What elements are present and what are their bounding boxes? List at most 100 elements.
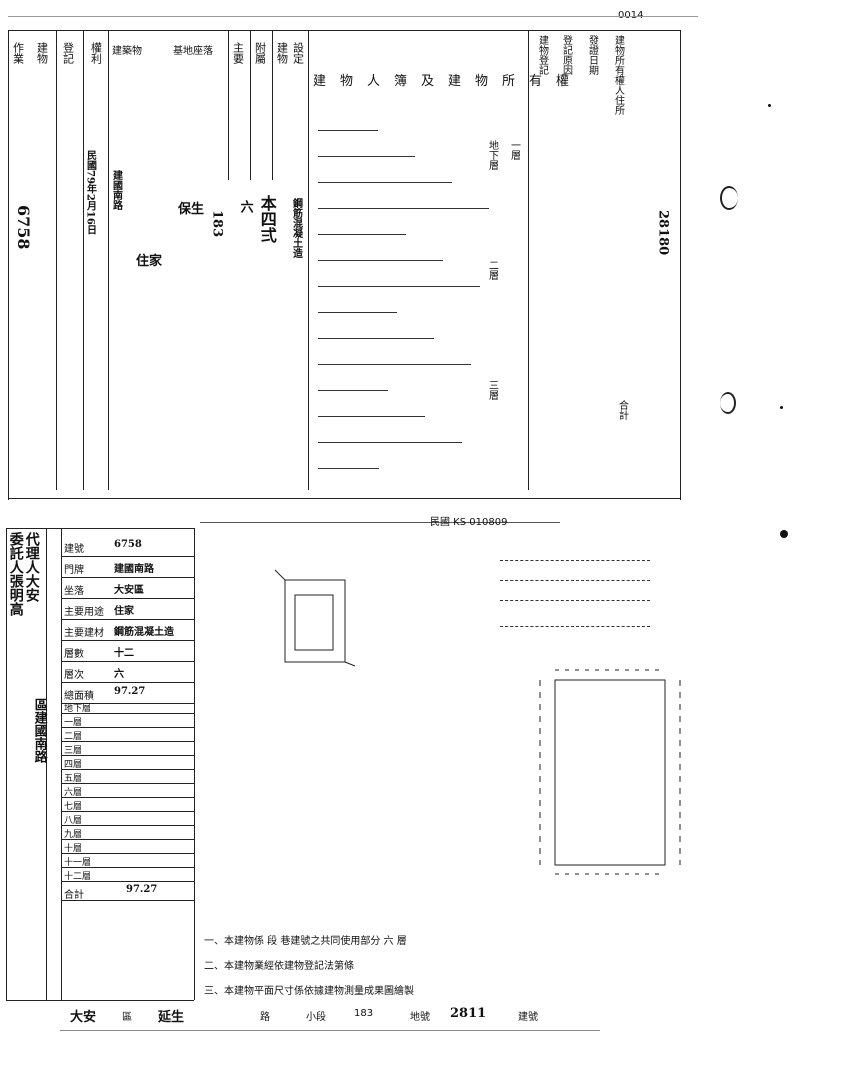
- floor-label-3: 三層: [486, 380, 498, 400]
- floor-label-1: 一層: [508, 140, 520, 160]
- floor-area-label: 二層: [64, 732, 83, 742]
- lower-row: 門牌建國南路: [62, 557, 194, 578]
- floor-area-row: 三層: [62, 742, 194, 756]
- side-note-2: 區建國南路: [31, 698, 47, 763]
- hand-use: 住家: [136, 254, 163, 269]
- floor-area-row: 二層: [62, 728, 194, 742]
- lower-row-value: 6758: [114, 539, 142, 550]
- lower-row: 層數 十二: [62, 641, 194, 662]
- floor-area-row: 十層: [62, 840, 194, 854]
- lower-row-value: 建國南路: [114, 564, 154, 575]
- grid-line: [318, 234, 406, 235]
- lower-row-value: 十二: [114, 648, 134, 659]
- total-label: 合計: [64, 890, 84, 901]
- lower-row-label: 總面積: [64, 691, 94, 702]
- floor-area-row: 地下層: [62, 700, 194, 714]
- floor-area-label: 十一層: [64, 858, 92, 868]
- right-col-3: 發證日期: [586, 35, 598, 75]
- lower-row-value: 鋼筋混凝土造: [114, 627, 174, 638]
- side-note-1: 代理人大安: [23, 532, 40, 602]
- hand-date: 民國79年2月16日: [84, 150, 96, 235]
- lower-row-value: 住家: [114, 606, 134, 617]
- lower-row-label: 層數: [64, 649, 84, 660]
- right-col-2: 登記原因: [560, 35, 572, 75]
- lower-row-label: 建號: [64, 544, 84, 555]
- floor-area-row: 五層: [62, 770, 194, 784]
- lower-row: 坐落大安區: [62, 578, 194, 599]
- col-header-2: 登記: [61, 42, 75, 64]
- grid-line: [318, 416, 425, 417]
- hand-material: 鋼筋混凝土造: [290, 198, 302, 258]
- doc-no: 民國 KS 010809: [430, 517, 508, 528]
- col-header-4: 建築物: [112, 46, 142, 57]
- col-header-0: 作業: [11, 42, 25, 64]
- floor-area-label: 五層: [64, 774, 83, 784]
- bottom-bld-label: 建號: [518, 1012, 538, 1023]
- lower-row-label: 主要用途: [64, 607, 104, 618]
- floor-area-label: 八層: [64, 816, 83, 826]
- side-note-0: 委託人張明高: [7, 532, 24, 616]
- floor-area-row: 一層: [62, 714, 194, 728]
- col-header-8: 建物: [275, 42, 289, 64]
- lower-row: 層次 六: [62, 662, 194, 683]
- col-header-3: 權利: [89, 42, 103, 64]
- floor-area-list: 地下層一層二層三層四層五層六層七層八層九層十層十一層十二層: [62, 700, 194, 882]
- hand-num: 183: [209, 210, 225, 238]
- bottom-row: 大安 區 延生 路 小段 183 地號 2811 建號: [70, 1006, 630, 1030]
- floor-area-label: 四層: [64, 760, 83, 770]
- top-code: 0014: [618, 10, 643, 21]
- grid-line: [318, 364, 471, 365]
- floor-area-row: 九層: [62, 826, 194, 840]
- floor-area-label: 九層: [64, 830, 83, 840]
- grid-line: [318, 390, 388, 391]
- lower-row-value: 六: [114, 669, 124, 680]
- floor-label-4: 合計: [616, 400, 628, 420]
- grid-line: [318, 286, 480, 287]
- bottom-land-label: 地號: [410, 1012, 430, 1023]
- col-header-1: 建物: [35, 42, 49, 64]
- grid-area: [308, 120, 528, 490]
- floor-area-label: 一層: [64, 718, 83, 728]
- bottom-district: 大安: [70, 1010, 97, 1025]
- grid-line: [318, 182, 452, 183]
- grid-line: [318, 260, 443, 261]
- right-col-4: 建物所有權人住所: [612, 35, 624, 115]
- grid-line: [318, 468, 379, 469]
- note-3: 三、本建物平面尺寸係依據建物測量成果圖繪製: [204, 986, 414, 997]
- floor-plan-large: [520, 660, 700, 880]
- lower-row-value: 大安區: [114, 585, 144, 596]
- grid-line: [318, 338, 434, 339]
- floor-area-label: 七層: [64, 802, 83, 812]
- right-col-1: 建物登記: [536, 35, 548, 75]
- floor-area-row: 八層: [62, 812, 194, 826]
- notes: 一、本建物係 段 巷建號之共同使用部分 六 層 二、本建物業經依建物登記法第條 …: [204, 932, 624, 997]
- lower-row: 主要用途住家: [62, 599, 194, 620]
- lower-row: 建號 6758: [62, 536, 194, 557]
- floor-area-label: 十層: [64, 844, 83, 854]
- col-header-6: 主要: [231, 42, 245, 64]
- hand-register-no: 6758: [13, 205, 33, 250]
- note-2: 二、本建物業經依建物登記法第條: [204, 961, 354, 972]
- hand-owner: 保生: [178, 202, 205, 217]
- entry-no: 28180: [655, 210, 671, 256]
- bottom-section-label: 區: [122, 1012, 132, 1023]
- floor-area-row: 十一層: [62, 854, 194, 868]
- bottom-land-no: 2811: [450, 1006, 487, 1021]
- hand-street: 建國南路: [110, 170, 122, 210]
- floor-label-2: 二層: [486, 260, 498, 280]
- grid-line: [318, 156, 415, 157]
- floor-plan-small: [260, 560, 360, 670]
- col-header-9: 設定: [291, 42, 305, 64]
- bottom-road-label: 路: [260, 1012, 270, 1023]
- floor-area-label: 六層: [64, 788, 83, 798]
- hand-building: 本四弍: [257, 195, 277, 243]
- col-header-5: 基地座落: [173, 46, 213, 57]
- bottom-number: 183: [354, 1008, 374, 1019]
- col-header-7: 附屬: [253, 42, 267, 64]
- grid-line: [318, 208, 489, 209]
- lower-row-label: 層次: [64, 670, 84, 681]
- floor-area-row: 七層: [62, 798, 194, 812]
